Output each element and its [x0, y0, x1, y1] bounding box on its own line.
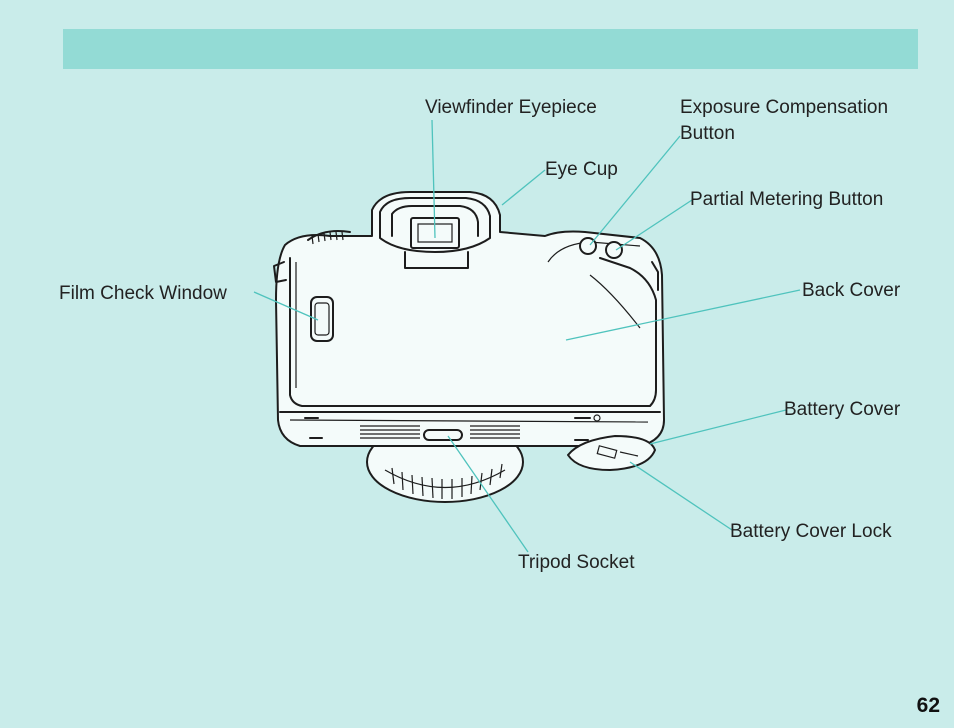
label-partial-metering-button: Partial Metering Button: [690, 189, 884, 210]
label-tripod-socket: Tripod Socket: [518, 552, 635, 573]
camera-body: [273, 191, 665, 471]
label-eye-cup: Eye Cup: [545, 159, 618, 180]
page-number: 62: [916, 694, 940, 717]
label-battery-cover: Battery Cover: [784, 399, 901, 420]
header-bar: [63, 29, 918, 69]
label-back-cover: Back Cover: [802, 280, 901, 301]
label-exposure-compensation-button-line2: Button: [680, 123, 735, 144]
label-exposure-compensation-button-line1: Exposure Compensation: [680, 97, 889, 118]
leader-lines: [253, 119, 801, 553]
label-viewfinder-eyepiece: Viewfinder Eyepiece: [425, 97, 597, 118]
label-film-check-window: Film Check Window: [59, 283, 227, 304]
label-battery-cover-lock: Battery Cover Lock: [730, 521, 892, 542]
